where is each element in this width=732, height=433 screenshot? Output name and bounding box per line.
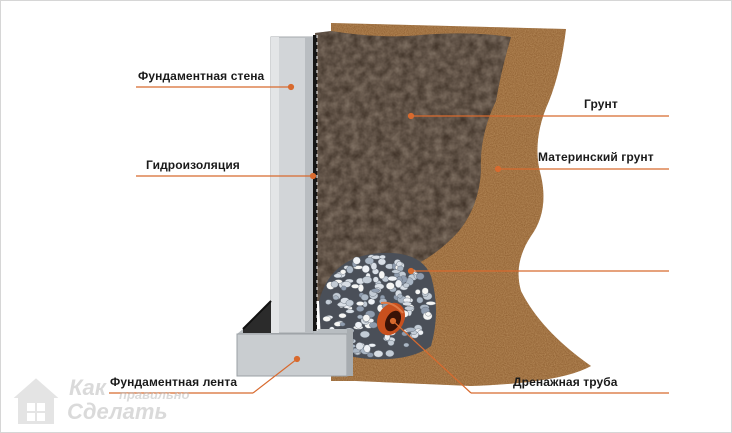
gravel-stone [362,276,373,284]
gravel-stone [359,330,370,339]
gravel-stone [425,311,432,317]
label-drain-pipe: Дренажная труба [513,375,618,389]
gravel-stone [345,299,354,307]
watermark-small: правильно [119,387,190,402]
gravel-stone [377,258,387,266]
gravel-stone [345,309,355,314]
gravel-stone [346,265,354,274]
gravel-stone [367,298,376,305]
gravel-stone [330,280,339,288]
dot-gravel [407,267,415,275]
gravel-stone [403,342,410,348]
topsoil-layer [315,31,511,301]
gravel-stone [373,350,384,358]
watermark-line2: Сделать [67,399,168,424]
gravel-stone [357,314,364,320]
gravel-stone [425,301,436,306]
gravel-stone [366,352,374,358]
dot-native-soil [494,165,502,173]
label-soil: Грунт [584,97,618,111]
watermark-line1: Как [69,375,106,400]
gravel-stone [355,342,364,351]
label-native-soil: Материнский грунт [538,150,654,164]
gravel-stone [333,273,342,279]
gravel-stone [351,283,360,289]
gravel-stone [322,315,331,322]
dot-waterproofing [309,172,317,180]
gravel-stone [387,339,395,346]
house-icon [8,375,64,426]
gravel-stone [421,287,429,295]
leader-lines [109,83,669,394]
gravel-stone [416,296,424,304]
gravel-stone [385,349,395,358]
gravel-stone [397,265,404,272]
label-foundation-wall: Фундаментная стена [138,69,265,83]
gravel-stone [356,301,365,306]
dot-foundation-strip [293,355,301,363]
gravel-stone [356,305,365,312]
gravel-stone [405,327,416,332]
gravel-stone [360,293,369,301]
gravel-stone [402,301,412,306]
gravel-stone [338,313,347,319]
gravel-stone [325,299,332,305]
gravel-stone [372,276,379,283]
leader-drain-pipe [392,320,472,394]
dot-drain-pipe [389,317,397,325]
site-watermark: Как правильно Сделать [7,373,217,431]
foundation-strip [236,329,353,377]
gravel-stone [414,289,421,295]
waterproofing-membrane [313,35,318,331]
gravel-stone [332,295,339,301]
dot-foundation-wall [287,83,295,91]
gravel-stone [371,288,380,293]
label-foundation-strip: Фундаментная лента [110,375,238,389]
label-waterproofing: Гидроизоляция [146,158,240,172]
gravel-stone [370,262,378,271]
gravel-stone [354,321,363,329]
dot-soil [407,112,415,120]
gravel-stone [339,322,346,327]
gravel-stone [364,257,374,265]
gravel-stone [404,305,415,311]
gravel-stone [362,314,371,322]
gravel-stone [361,265,370,274]
gravel-stone [378,270,385,280]
gravel-stone [395,279,403,288]
gravel-stone [416,272,425,280]
gravel-stone [402,282,410,288]
gravel-stone [387,276,398,282]
gravel-stone [340,269,347,275]
gravel-stone [397,293,403,299]
gravel-stone [340,285,347,291]
gravel-stone [363,344,371,353]
gravel-stone [352,256,361,265]
gravel-stone [369,321,378,329]
leader-foundation-strip-2 [252,358,298,394]
gravel-stone [379,254,386,260]
gravel-stone [385,282,395,290]
